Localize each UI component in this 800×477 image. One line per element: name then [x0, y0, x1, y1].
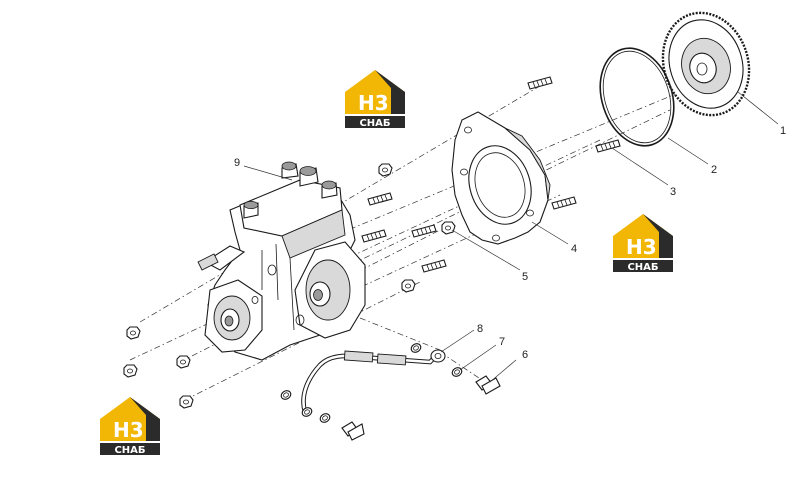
callout-4: 4 [571, 243, 577, 255]
callout-1: 1 [780, 125, 786, 137]
callout-9: 9 [234, 157, 240, 169]
callout-7: 7 [499, 336, 505, 348]
assembly-axes [129, 79, 691, 401]
flange-housing-part [451, 111, 551, 245]
logo-top-center: Н3 СНАБ [345, 70, 405, 129]
seal-ring-part [599, 47, 675, 147]
banjo-bolts [341, 375, 501, 441]
callout-8: 8 [477, 323, 483, 335]
callout-labels: 1 2 3 4 5 6 7 8 9 [234, 125, 786, 361]
logo-mark-text: Н3 [113, 418, 144, 442]
logo-caption-text: СНАБ [627, 262, 658, 273]
logo-mark-text: Н3 [358, 91, 389, 115]
logo-caption-text: СНАБ [359, 118, 390, 129]
fuel-pipe-part [301, 349, 446, 413]
logo-caption-text: СНАБ [114, 445, 145, 456]
callout-5: 5 [522, 271, 528, 283]
logo-bottom-left: Н3 СНАБ [100, 397, 160, 456]
callout-3: 3 [670, 186, 676, 198]
pump-body-part [197, 161, 366, 361]
gear-part [661, 11, 751, 117]
callout-6: 6 [522, 349, 528, 361]
logo-right: Н3 СНАБ [613, 214, 673, 273]
leader-lines [243, 91, 779, 383]
logo-mark-text: Н3 [626, 235, 657, 259]
callout-2: 2 [711, 164, 717, 176]
